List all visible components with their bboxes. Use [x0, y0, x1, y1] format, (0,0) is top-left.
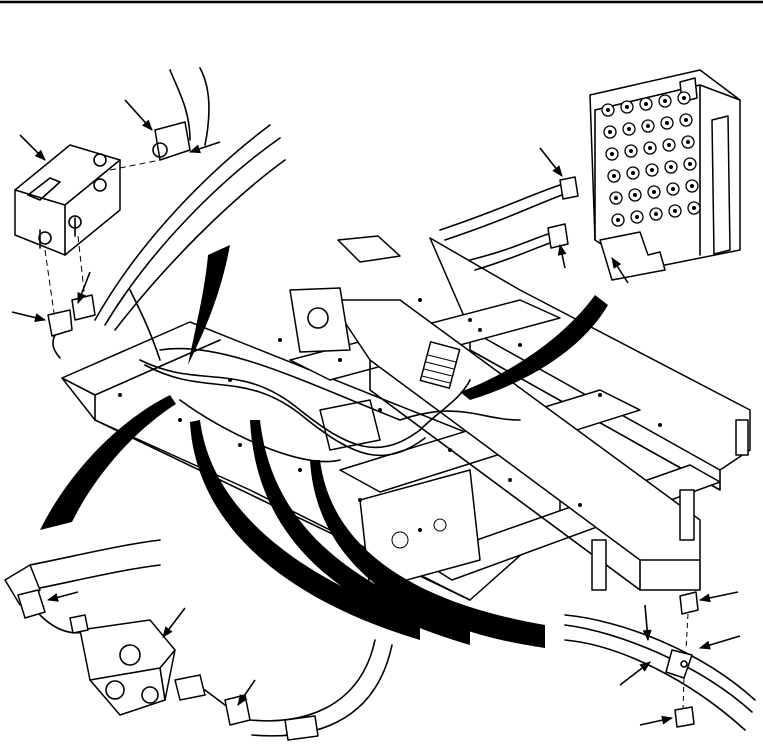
brake-lines [129, 289, 521, 463]
callout-arrow-11 [237, 679, 256, 706]
swoosh-bottom-right [310, 460, 545, 648]
detail-valve-block [14, 67, 286, 359]
callout-arrow-2 [124, 99, 153, 131]
callout-arrow-12 [642, 604, 652, 642]
manifold-fitting-center [631, 171, 635, 175]
manifold-fitting-center [633, 193, 637, 197]
callout-arrow-10 [162, 607, 186, 638]
manifold-fitting-center [682, 96, 686, 100]
manifold-fitting-center [692, 206, 696, 210]
manifold-fitting-center [646, 124, 650, 128]
detail-callout-swooshes [40, 245, 608, 648]
manifold-fitting-center [616, 218, 620, 222]
manifold-fitting-center [654, 212, 658, 216]
frame-bolt [418, 298, 422, 302]
swoosh-top-right [460, 295, 608, 400]
manifold-fitting-center [625, 105, 629, 109]
frame-bolt [358, 498, 362, 502]
manifold-fitting-center [606, 108, 610, 112]
manifold-fitting-center [688, 162, 692, 166]
callout-arrow-8 [611, 257, 629, 284]
manifold-fitting-center [671, 187, 675, 191]
callout-arrow-6 [539, 147, 563, 177]
callout-leaders [11, 99, 741, 726]
frame-bolt [118, 393, 122, 397]
frame-bolt [418, 528, 422, 532]
frame-bolt [278, 338, 282, 342]
frame-bolt [508, 478, 512, 482]
frame-bolt [518, 343, 522, 347]
manifold-fitting-center [635, 215, 639, 219]
callout-arrow-14 [698, 635, 741, 650]
frame-bolt [178, 418, 182, 422]
manifold-fitting-center [673, 209, 677, 213]
manifold-fitting-center [650, 168, 654, 172]
manifold-fitting-center [686, 140, 690, 144]
callout-arrow-3 [188, 141, 221, 154]
manifold-fitting-center [690, 184, 694, 188]
manifold-fitting-center [663, 99, 667, 103]
swoosh-bottom-left [40, 395, 176, 530]
frame-bolt [448, 448, 452, 452]
manifold-fitting-center [629, 149, 633, 153]
frame-bolts [118, 298, 662, 532]
callout-arrow-15 [619, 661, 651, 686]
manifold-fitting-center [665, 121, 669, 125]
manifold-fitting-center [612, 174, 616, 178]
frame-bolt [578, 503, 582, 507]
manifold-fitting-center [648, 146, 652, 150]
manifold-fitting-center [652, 190, 656, 194]
manifold-fitting-center [669, 165, 673, 169]
manifold-fitting-center [644, 102, 648, 106]
callout-arrow-16 [639, 715, 674, 726]
frame-bolt [238, 443, 242, 447]
frame-bolt [338, 358, 342, 362]
detail-relay-valve [4, 539, 393, 741]
callout-arrow-1 [19, 134, 46, 161]
detail-clamp [564, 591, 756, 731]
manifold-fitting-center [627, 127, 631, 131]
frame-bolt [598, 393, 602, 397]
callout-arrow-9 [46, 591, 79, 602]
frame-bolt [478, 328, 482, 332]
frame-bolt [658, 423, 662, 427]
frame-bolt [468, 318, 472, 322]
callout-arrow-7 [557, 243, 567, 269]
manifold-fitting-center [667, 143, 671, 147]
manifold-fitting-center [608, 130, 612, 134]
frame-bolt [298, 468, 302, 472]
callout-arrow-5 [77, 271, 91, 305]
callout-arrow-4 [11, 311, 47, 322]
detail-manifold [439, 69, 741, 281]
manifold-fitting-center [610, 152, 614, 156]
manifold-fitting-center [614, 196, 618, 200]
callout-arrow-13 [698, 591, 739, 603]
swoosh-top-left [188, 245, 230, 365]
manifold-fitting-center [684, 118, 688, 122]
